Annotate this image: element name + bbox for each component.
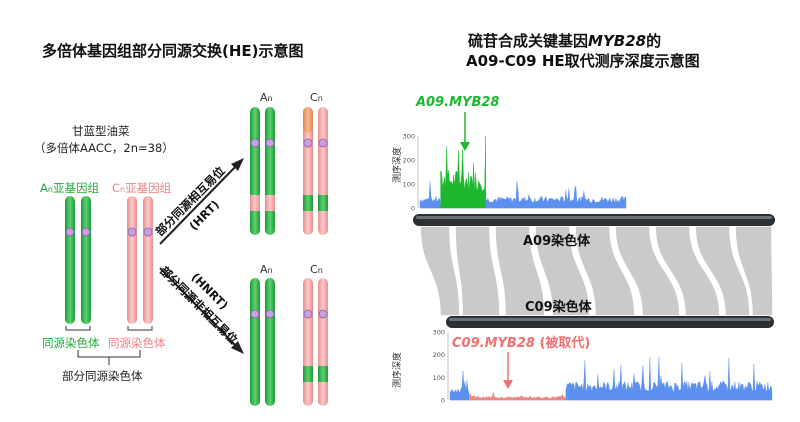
depth-area-1 <box>469 392 567 401</box>
depth-segment-red <box>469 392 567 401</box>
depth-segment-blue <box>485 180 627 209</box>
a09-chromosome-bar <box>413 214 775 226</box>
synteny-ribbon-2 <box>494 225 546 317</box>
a09-gene-label: A09.MYB28 <box>415 95 499 110</box>
ytick-label: 100 <box>433 374 445 382</box>
hnrt-arrow <box>159 267 244 354</box>
synteny-ribbon-0 <box>419 225 461 317</box>
homolog-green-label: 同源染色体 <box>42 336 100 350</box>
ytick-label: 0 <box>411 205 415 213</box>
c09-gene-label: C09.MYB28 (被取代) <box>452 335 590 351</box>
c09-gene-note: (被取代) <box>535 335 590 351</box>
depth-segment-blue <box>565 356 773 401</box>
an-subgenome-label: An亚基因组 <box>40 181 99 195</box>
c09-gene-name: C09.MYB28 <box>452 336 535 351</box>
left-diagram: 部分同源相互易位 (HRT) (HNRT) 部分同源非相互易位 <box>65 107 328 406</box>
ytick-label: 300 <box>433 329 445 337</box>
left-title: 多倍体基因组部分同源交换(HE)示意图 <box>42 42 304 60</box>
c09-depth-area <box>449 356 773 401</box>
bot-cn-label: Cn <box>310 263 323 276</box>
top-cn-label: Cn <box>310 91 323 104</box>
species-name: 甘蓝型油菜 <box>72 124 130 138</box>
ytick-label: 300 <box>403 133 415 141</box>
an-chromosome-1 <box>65 196 75 324</box>
c09-gene-arrow <box>503 352 513 389</box>
c09-ylabel: 测序深度 <box>391 352 403 388</box>
c09-chromosome-bar <box>446 316 774 328</box>
homeolog-label: 部分同源染色体 <box>62 369 143 383</box>
a09-depth-plot: 测序深度 0 100 200 300 <box>391 133 627 213</box>
ytick-label: 100 <box>403 181 415 189</box>
homolog-brackets <box>65 326 153 365</box>
top-cn-chromosome-1 <box>303 107 313 235</box>
right-title-line2: A09-C09 HE取代测序深度示意图 <box>466 52 700 70</box>
depth-area-1 <box>440 135 487 209</box>
a09-depth-area <box>419 135 627 209</box>
ytick-label: 200 <box>433 351 445 359</box>
depth-segment-blue <box>449 370 470 401</box>
depth-segment-green <box>440 135 487 209</box>
c09-chrom-label: C09染色体 <box>525 299 593 315</box>
homolog-pink-label: 同源染色体 <box>108 336 166 350</box>
cn-subgenome-label: Cn亚基因组 <box>112 181 172 195</box>
species-desc: （多倍体AACC，2n=38） <box>34 141 174 155</box>
bot-an-chromosome-2 <box>265 278 275 406</box>
depth-area-2 <box>565 356 773 401</box>
a09-chrom-label: A09染色体 <box>523 233 591 249</box>
top-an-chromosome-2 <box>265 107 275 235</box>
hrt-arrow <box>159 158 244 245</box>
depth-area-2 <box>485 180 627 209</box>
synteny-ribbons <box>419 225 774 317</box>
bot-an-chromosome-1 <box>250 278 260 406</box>
bot-an-label: An <box>260 263 273 276</box>
top-an-chromosome-1 <box>250 107 260 235</box>
a09-gene-arrow <box>460 112 470 151</box>
c09-depth-plot: 测序深度 0 100 200 300 <box>391 329 773 405</box>
bot-cn-chromosome-2 <box>318 278 328 406</box>
top-cn-chromosome-2 <box>318 107 328 235</box>
bot-cn-chromosome-1 <box>303 278 313 406</box>
right-title-line1: 硫苷合成关键基因MYB28的 <box>468 32 662 50</box>
synteny-ribbon-1 <box>454 225 501 317</box>
top-an-label: An <box>260 91 273 104</box>
depth-segment-blue <box>419 181 441 209</box>
cn-chromosome-2 <box>143 196 153 324</box>
ytick-label: 0 <box>441 397 445 405</box>
an-chromosome-2 <box>81 196 91 324</box>
depth-area-0 <box>419 181 441 209</box>
a09-ylabel: 测序深度 <box>391 147 403 183</box>
cn-chromosome-1 <box>127 196 137 324</box>
depth-area-0 <box>449 370 470 401</box>
ytick-label: 200 <box>403 157 415 165</box>
